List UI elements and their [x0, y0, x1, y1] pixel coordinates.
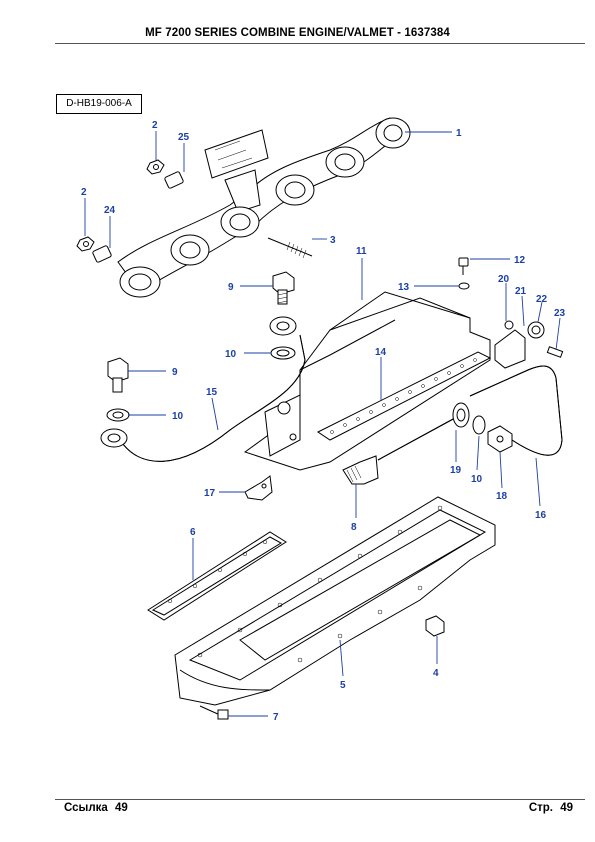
manifold-spacer-24 — [92, 245, 112, 263]
manifold-stud-3 — [267, 237, 313, 259]
adapter-fitting-18 — [487, 425, 513, 453]
callout-22: 22 — [536, 294, 548, 305]
footer-page-number: 49 — [560, 802, 573, 814]
washer-10-upper — [270, 346, 296, 360]
footer-rule — [55, 799, 585, 800]
callout-10-right: 10 — [471, 474, 483, 485]
callout-7: 7 — [273, 712, 279, 723]
callout-2-lower: 2 — [81, 187, 87, 198]
callout-2-upper: 2 — [152, 120, 158, 131]
oil-pipe-15 — [100, 334, 306, 462]
callout-labels: 1 2 25 2 24 3 11 12 13 20 21 22 23 9 10 … — [81, 120, 566, 723]
washer-10-right — [472, 415, 486, 435]
callout-9-upper: 9 — [228, 282, 234, 293]
hose-16 — [469, 365, 563, 456]
oil-pan-5 — [174, 496, 496, 706]
footer-page: Стр. 49 — [525, 802, 573, 814]
leader-lines — [84, 131, 561, 717]
footer-page-label: Стр. — [528, 802, 553, 814]
header-rule — [55, 43, 585, 44]
footer-reference-label: Ссылка — [64, 802, 108, 814]
callout-14: 14 — [375, 347, 387, 358]
callout-8: 8 — [351, 522, 357, 533]
callout-15: 15 — [206, 387, 218, 398]
callout-25: 25 — [178, 132, 190, 143]
callout-24: 24 — [104, 205, 116, 216]
clip-17 — [244, 475, 273, 501]
callout-5: 5 — [340, 680, 346, 691]
callout-3: 3 — [330, 235, 336, 246]
callout-13: 13 — [398, 282, 410, 293]
callout-18: 18 — [496, 491, 508, 502]
banjo-bolt-9-upper — [272, 271, 295, 305]
diagram-code-box: D-HB19-006-A — [56, 94, 142, 114]
footer-reference: Ссылка 49 — [60, 802, 128, 814]
manifold-nut-upper — [146, 159, 165, 175]
callout-9-lower: 9 — [172, 367, 178, 378]
callout-11: 11 — [356, 246, 367, 257]
callout-12: 12 — [514, 255, 526, 266]
manifold-spacer-25 — [164, 171, 184, 189]
callout-17: 17 — [204, 488, 216, 499]
banjo-fitting-upper — [269, 316, 297, 336]
pipe-bracket-group — [494, 320, 564, 369]
footer-reference-value: 49 — [115, 802, 128, 814]
oil-sump-upper — [243, 291, 491, 471]
bolt-12 — [458, 257, 469, 275]
washer-13 — [458, 282, 470, 290]
drain-plug-4 — [425, 615, 445, 637]
callout-6: 6 — [190, 527, 196, 538]
callout-16: 16 — [535, 510, 547, 521]
banjo-bolt-9-lower — [107, 357, 129, 393]
washer-10-lower — [106, 408, 130, 422]
oil-pan-gasket-6 — [147, 531, 287, 621]
callout-23: 23 — [554, 308, 566, 319]
exhaust-manifold — [117, 117, 411, 298]
callout-10-upper: 10 — [225, 349, 237, 360]
callout-10-lower: 10 — [172, 411, 184, 422]
callout-20: 20 — [498, 274, 510, 285]
oil-return-hose — [377, 402, 470, 461]
callout-21: 21 — [515, 286, 527, 297]
page-title: MF 7200 SERIES COMBINE ENGINE/VALMET - 1… — [145, 27, 450, 39]
manifold-nut-lower — [76, 236, 95, 252]
callout-4: 4 — [433, 668, 439, 679]
bolt-7 — [199, 705, 229, 720]
sump-gasket-14 — [317, 351, 492, 441]
callout-1: 1 — [456, 128, 462, 139]
elbow-fitting-8 — [342, 455, 379, 485]
callout-19: 19 — [450, 465, 462, 476]
